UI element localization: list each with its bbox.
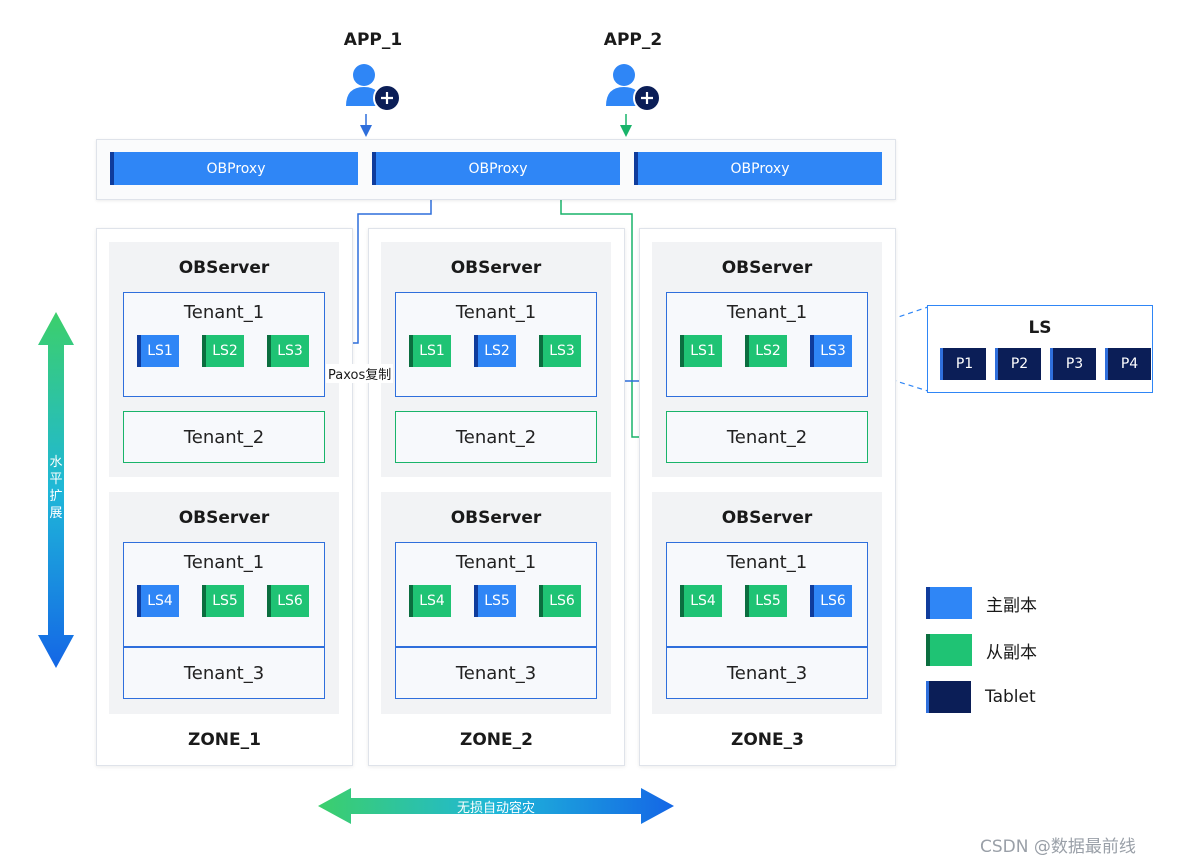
legend-swatch	[926, 634, 972, 666]
tablet-partition: P4	[1105, 348, 1151, 380]
tenant-box: Tenant_3	[666, 647, 868, 699]
lossless-failover-arrow	[318, 788, 674, 824]
tablet-partition: P2	[995, 348, 1041, 380]
legend-label: 主副本	[986, 595, 1037, 616]
zone-label: ZONE_3	[731, 730, 804, 750]
log-stream-follower: LS6	[267, 585, 309, 617]
obproxy-1: OBProxy	[110, 152, 358, 185]
legend-label: Tablet	[985, 687, 1036, 707]
lossless-failover-label: 无损自动容灾	[456, 801, 535, 816]
log-stream-follower: LS3	[267, 335, 309, 367]
observer-title: OBServer	[721, 508, 813, 528]
tenant-title: Tenant_3	[455, 662, 537, 684]
log-stream-leader: LS4	[137, 585, 179, 617]
paxos-label: Paxos复制	[326, 364, 394, 383]
log-stream-follower: LS5	[202, 585, 244, 617]
horizontal-scaling-arrow	[38, 312, 74, 668]
zone-label: ZONE_1	[188, 730, 261, 750]
zone-label: ZONE_2	[460, 730, 533, 750]
legend-swatch	[926, 681, 971, 713]
log-stream-leader: LS3	[810, 335, 852, 367]
log-stream-follower: LS3	[539, 335, 581, 367]
tenant-box: Tenant_2	[666, 411, 868, 463]
log-stream-follower: LS2	[202, 335, 244, 367]
tenant-title: Tenant_3	[726, 662, 808, 684]
tablet-partition: P3	[1050, 348, 1096, 380]
tenant-title: Tenant_1	[455, 302, 537, 323]
observer-title: OBServer	[450, 508, 542, 528]
legend-item-follower: 从副本	[926, 634, 1037, 666]
tenant-title: Tenant_1	[455, 552, 537, 573]
observer-title: OBServer	[178, 508, 270, 528]
tenant-box: Tenant_3	[123, 647, 325, 699]
log-stream-follower: LS5	[745, 585, 787, 617]
log-stream-follower: LS6	[539, 585, 581, 617]
legend: 主副本 从副本 Tablet	[926, 587, 1037, 713]
horizontal-scaling-label: 水平扩展	[49, 455, 63, 521]
tenant-title: Tenant_1	[726, 552, 808, 573]
tenant-box: Tenant_2	[123, 411, 325, 463]
tenant-box: Tenant_2	[395, 411, 597, 463]
observer-title: OBServer	[450, 258, 542, 278]
tenant-title: Tenant_2	[455, 426, 537, 448]
tablet-partition: P1	[940, 348, 986, 380]
log-stream-leader: LS5	[474, 585, 516, 617]
log-stream-leader: LS2	[474, 335, 516, 367]
tenant-title: Tenant_1	[183, 302, 265, 323]
log-stream-follower: LS1	[409, 335, 451, 367]
log-stream-leader: LS6	[810, 585, 852, 617]
legend-item-tablet: Tablet	[926, 681, 1037, 713]
ls-detail-title: LS	[1028, 318, 1052, 338]
log-stream-follower: LS4	[409, 585, 451, 617]
tenant-title: Tenant_3	[183, 662, 265, 684]
log-stream-follower: LS1	[680, 335, 722, 367]
tenant-title: Tenant_1	[183, 552, 265, 573]
log-stream-leader: LS1	[137, 335, 179, 367]
tenant-title: Tenant_2	[183, 426, 265, 448]
watermark: CSDN @数据最前线	[980, 837, 1136, 857]
app-2-label: APP_2	[603, 30, 663, 50]
tenant-box: Tenant_3	[395, 647, 597, 699]
tenant-title: Tenant_1	[726, 302, 808, 323]
ls-detail-box: LS P1 P2 P3 P4	[927, 305, 1153, 393]
legend-item-leader: 主副本	[926, 587, 1037, 619]
legend-swatch	[926, 587, 972, 619]
tenant-title: Tenant_2	[726, 426, 808, 448]
log-stream-follower: LS2	[745, 335, 787, 367]
legend-label: 从副本	[986, 642, 1037, 663]
obproxy-2: OBProxy	[372, 152, 620, 185]
observer-title: OBServer	[721, 258, 813, 278]
app-1-label: APP_1	[343, 30, 403, 50]
log-stream-follower: LS4	[680, 585, 722, 617]
obproxy-3: OBProxy	[634, 152, 882, 185]
observer-title: OBServer	[178, 258, 270, 278]
